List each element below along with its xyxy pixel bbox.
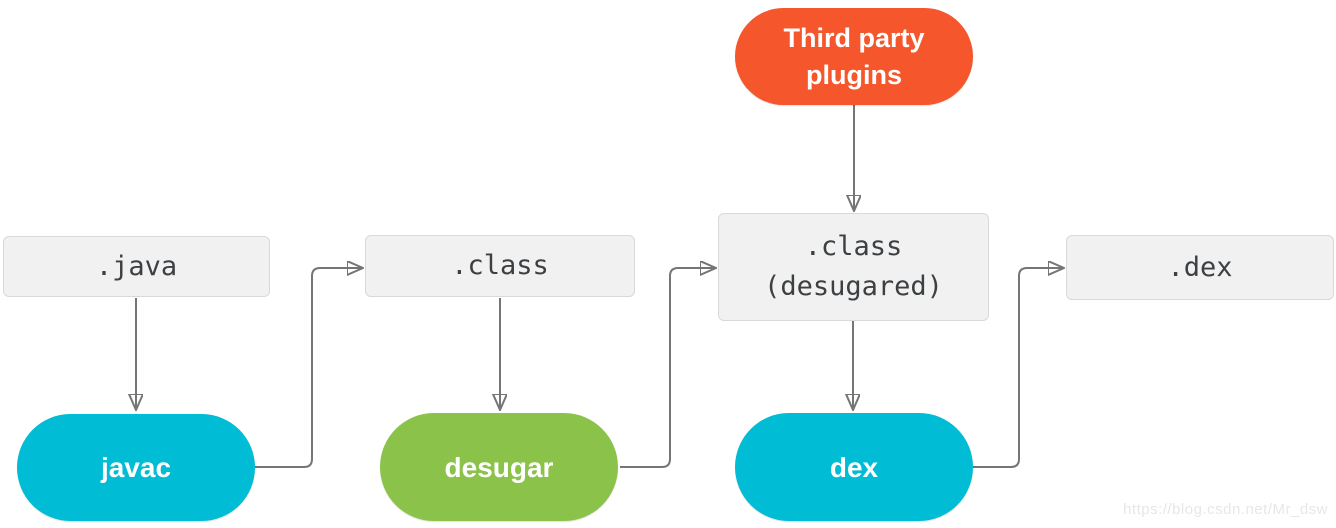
desugar-label: desugar xyxy=(444,451,554,483)
node-dex-file: .dex xyxy=(1066,235,1334,300)
node-javac-tool: javac xyxy=(17,414,255,521)
dex-file-label: .dex xyxy=(1167,251,1233,283)
node-java-file: .java xyxy=(3,236,270,297)
node-desugar-tool: desugar xyxy=(380,413,618,521)
class-desugared-label-line2: (desugared) xyxy=(764,271,943,302)
node-class-file: .class xyxy=(365,235,635,297)
third-party-label-line2: plugins xyxy=(806,59,902,90)
edge-desugar-to-desugared-arrow xyxy=(620,268,716,468)
watermark-url: https://blog.csdn.net/Mr_dsw xyxy=(1123,501,1328,518)
class-file-label: .class xyxy=(451,250,549,281)
node-class-desugared-file: .class (desugared) xyxy=(718,213,989,321)
javac-label: javac xyxy=(100,452,172,483)
edge-javac-to-class-arrow xyxy=(255,268,363,468)
node-dex-tool: dex xyxy=(735,413,973,521)
class-desugared-label-line1: .class xyxy=(804,231,903,262)
third-party-label-line1: Third party xyxy=(783,22,925,53)
java-file-label: .java xyxy=(95,250,178,282)
node-third-party-plugins: Third party plugins xyxy=(735,8,973,105)
dex-label: dex xyxy=(829,451,879,483)
